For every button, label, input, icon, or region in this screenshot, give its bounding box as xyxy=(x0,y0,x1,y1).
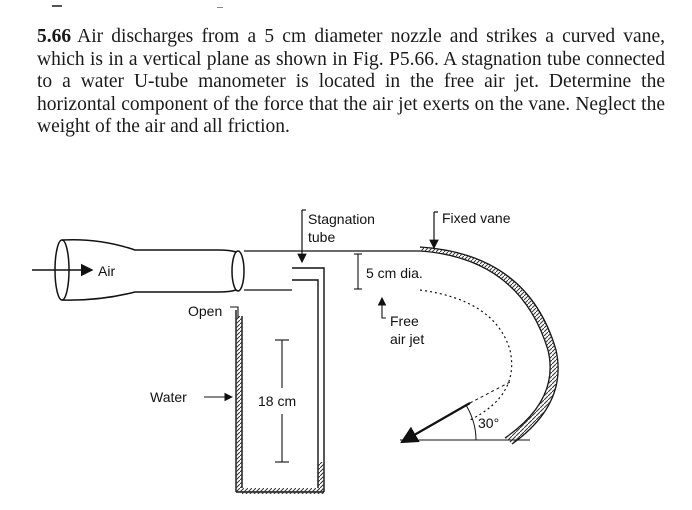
label-tube: tube xyxy=(308,229,335,245)
free-jet-leader xyxy=(377,296,387,319)
top-mark xyxy=(52,5,62,7)
label-open: Open xyxy=(188,303,222,319)
vane-hatch xyxy=(420,247,559,444)
open-leader xyxy=(230,306,239,318)
jet-streamlines xyxy=(419,289,513,421)
label-fixed-vane: Fixed vane xyxy=(442,210,511,226)
water-column-right xyxy=(318,462,324,492)
label-angle: 30° xyxy=(478,415,499,431)
vane-leader xyxy=(434,211,438,248)
water-bottom xyxy=(242,488,324,494)
height-dimension xyxy=(275,339,289,463)
u-tube-manometer xyxy=(235,267,325,493)
diameter-dimension xyxy=(354,253,362,290)
label-height: 18 cm xyxy=(258,393,296,409)
water-column-left xyxy=(236,316,242,492)
problem-text: Air discharges from a 5 cm diameter nozz… xyxy=(37,26,665,137)
label-diameter: 5 cm dia. xyxy=(366,265,423,281)
label-free: Free xyxy=(390,313,419,329)
free-jet xyxy=(244,250,420,291)
label-water: Water xyxy=(150,389,187,405)
problem-number: 5.66 xyxy=(37,26,72,47)
label-air-jet: air jet xyxy=(390,331,424,347)
top-mark-small xyxy=(217,7,223,8)
exit-jet-arrow xyxy=(400,381,530,444)
label-air: Air xyxy=(98,263,115,279)
label-stagnation: Stagnation xyxy=(308,211,375,227)
